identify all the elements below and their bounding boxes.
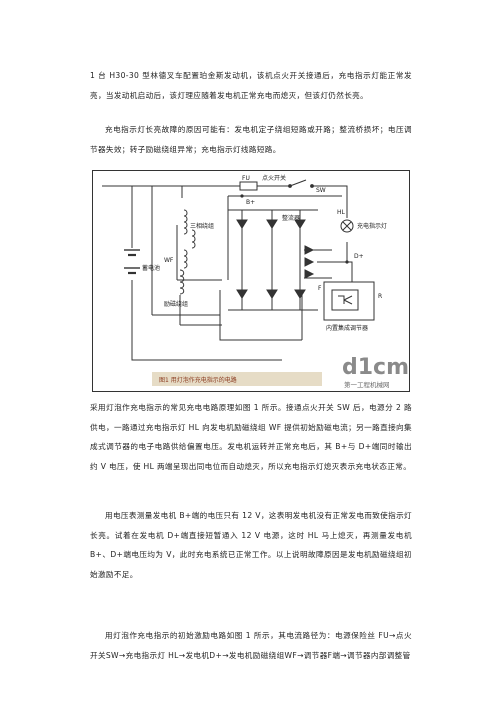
wf-label: WF — [164, 257, 174, 264]
paragraph-2: 充电指示灯长亮故障的原因可能有：发电机定子绕组短路或开路；整流桥损坏；电压调节器… — [90, 125, 412, 154]
rectifier-label: 整流器 — [282, 214, 300, 222]
stator-label: 三相绕组 — [190, 222, 214, 230]
lamp-symbol — [340, 219, 354, 233]
stator-winding — [183, 209, 196, 269]
paragraph-3: 采用灯泡作充电指示的常见充电电路原理如图 1 所示。接通点火开关 SW 后，电源… — [90, 403, 412, 471]
switch-label: SW — [316, 187, 326, 194]
watermark-logo: d1cm 第一工程机械网 — [342, 355, 409, 389]
battery-symbol — [124, 249, 140, 275]
caption-bar — [152, 372, 322, 386]
dplus-label: D+ — [354, 253, 364, 260]
lamp-label: 充电指示灯 — [357, 222, 387, 230]
excitation-winding — [179, 269, 185, 295]
fuse-symbol — [239, 181, 258, 191]
circuit-figure: FU 点火开关 SW B+ 三相绕组 — [92, 170, 410, 392]
f-label: F — [318, 285, 322, 292]
regulator-label: 内置集成调节器 — [326, 324, 368, 332]
paragraph-1: 1 台 H30-30 型林德叉车配置珀金斯发动机，该机点火开关接通后，充电指示灯… — [90, 71, 412, 100]
paragraph-5: 用灯泡作充电指示的初始激励电路如图 1 所示，其电流路径为：电源保险丝 FU→点… — [90, 631, 412, 660]
fuse-label: FU — [242, 175, 250, 182]
ignition-label: 点火开关 — [262, 174, 286, 182]
svg-text:d1cm: d1cm — [342, 355, 409, 380]
circuit-diagram: FU 点火开关 SW B+ 三相绕组 — [92, 170, 410, 392]
battery-label: 蓄电池 — [142, 264, 160, 272]
figure-caption: 图1 用灯泡作充电指示的电路 — [159, 376, 237, 384]
paragraph-4: 用电压表测量发电机 B+端的电压只有 12 V，这表明发电机没有正常发电而致使指… — [90, 511, 412, 579]
svg-text:第一工程机械网: 第一工程机械网 — [344, 380, 390, 389]
switch-symbol — [288, 179, 314, 188]
r-label: R — [378, 293, 382, 300]
rectifier-diodes — [236, 219, 315, 299]
bplus-label: B+ — [246, 199, 255, 206]
excitation-label: 励磁绕组 — [164, 300, 188, 308]
hl-label: HL — [337, 209, 346, 216]
